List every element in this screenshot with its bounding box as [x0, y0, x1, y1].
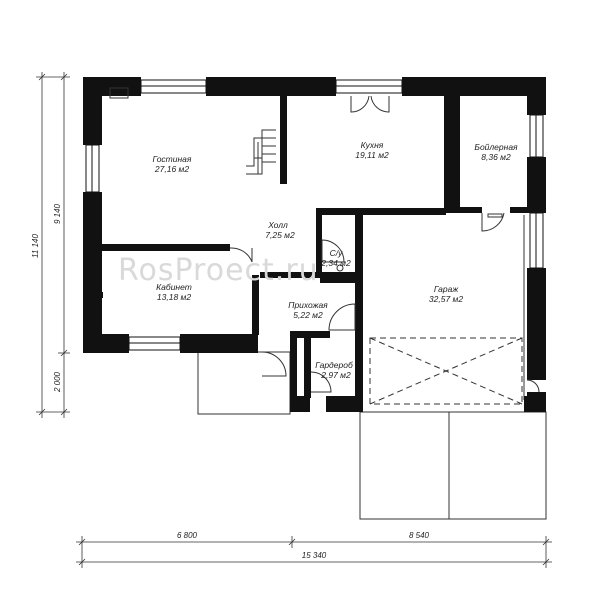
wall-bottom-right [524, 396, 546, 412]
room-name-study: Кабинет [156, 282, 192, 292]
room-area-entry: 5,22 м2 [293, 310, 323, 320]
dim-bottom-left: 6 800 [177, 531, 198, 540]
wall-bottom-mid [180, 334, 258, 353]
fixtures [109, 87, 503, 272]
room-area-boiler: 8,36 м2 [481, 152, 511, 162]
room-labels: Гостиная 27,16 м2 Кухня 19,11 м2 Бойлерн… [153, 140, 518, 380]
door-boiler [481, 212, 505, 232]
dim-slash [60, 349, 68, 357]
door-wc [321, 239, 345, 263]
room-name-entry: Прихожая [288, 300, 328, 310]
door-entry [261, 351, 287, 377]
garage-door-outline [369, 337, 523, 405]
door-garage-side [526, 379, 540, 393]
stove-mark [457, 181, 460, 189]
wall-top-right [402, 77, 546, 96]
wall-hall-wc [260, 272, 358, 278]
wall-hall-top-stub [316, 208, 322, 228]
door-wardrobe [310, 371, 332, 393]
dim-slash [38, 408, 46, 416]
dim-slash [78, 558, 86, 566]
wall-bottom-garage [326, 396, 360, 412]
door-kitchen-entry [370, 95, 390, 113]
wall-garage-left [355, 212, 363, 412]
dim-slash [542, 558, 550, 566]
dim-bottom-total: 15 340 [302, 551, 327, 560]
wall-entry-bottom [290, 331, 330, 338]
boiler-unit [109, 87, 129, 99]
watermark: RosProect.ru [118, 253, 319, 288]
wall-entry-left [290, 338, 297, 396]
door-study [229, 247, 253, 263]
wall-hall-top [316, 208, 446, 215]
wall-left-upper [83, 77, 102, 145]
boiler-room-door-frame [487, 213, 503, 218]
dim-slash [542, 538, 550, 546]
wall-wardrobe-right [304, 338, 311, 398]
room-name-wc: С/у [330, 248, 344, 258]
room-area-study: 13,18 м2 [157, 292, 191, 302]
wall-study-right [252, 275, 259, 335]
dim-slash [78, 538, 86, 546]
wall-bottom-left [83, 334, 129, 353]
wall-wc-left [316, 228, 322, 272]
dim-slash [38, 73, 46, 81]
wall-boiler-bottom-right [510, 207, 530, 213]
room-area-wardrobe: 2,97 м2 [320, 370, 351, 380]
room-area-wc: 2,34 м2 [320, 258, 351, 268]
wall-right-mid [527, 157, 546, 213]
room-area-living: 27,16 м2 [154, 164, 189, 174]
doors [229, 95, 540, 393]
dim-slash [60, 408, 68, 416]
stair-flight [246, 129, 276, 175]
door-garage-hall [328, 303, 356, 331]
outlet-mark [98, 292, 103, 298]
wall-wc-bottom [320, 278, 358, 283]
dim-left-total: 11 140 [31, 234, 40, 258]
stove-mark [452, 181, 455, 189]
walls [83, 77, 546, 412]
door-kitchen-entry [350, 95, 370, 113]
wall-kitchen-boiler [444, 96, 460, 212]
dimension-lines [36, 72, 552, 568]
wall-living-kitchen [280, 96, 287, 184]
dim-bottom-right: 8 540 [409, 531, 430, 540]
room-name-wardrobe: Гардероб [315, 360, 354, 370]
room-area-garage: 32,57 м2 [429, 294, 463, 304]
room-area-hall: 7,25 м2 [265, 230, 295, 240]
porch-outline [197, 351, 291, 415]
dim-slash [288, 538, 296, 546]
wall-right-lower [527, 268, 546, 380]
wall-left-mid [83, 192, 102, 353]
wall-top-mid [206, 77, 336, 96]
dim-slash [60, 73, 68, 81]
wall-bottom-wardrobe [290, 396, 310, 412]
room-name-hall: Холл [267, 220, 288, 230]
thin-outlines [197, 215, 547, 520]
stove-mark [447, 181, 450, 189]
garage-door-diagonal [369, 337, 523, 405]
stairs [246, 129, 276, 175]
wall-right-upper [527, 77, 546, 115]
stair-flight [246, 137, 276, 167]
dim-left-upper: 9 140 [53, 203, 62, 224]
wall-boiler-bottom [444, 207, 482, 213]
dimension-texts: 6 800 8 540 15 340 11 140 9 140 2 000 [31, 203, 430, 560]
windows [85, 79, 544, 351]
room-name-living: Гостиная [153, 154, 192, 164]
room-name-kitchen: Кухня [361, 140, 384, 150]
wc-fixture [336, 264, 344, 272]
room-name-boiler: Бойлерная [474, 142, 518, 152]
room-name-garage: Гараж [434, 284, 460, 294]
dim-left-lower: 2 000 [53, 371, 62, 393]
driveway-outline [359, 411, 547, 520]
wall-study-top [102, 244, 230, 251]
room-area-kitchen: 19,11 м2 [355, 150, 389, 160]
